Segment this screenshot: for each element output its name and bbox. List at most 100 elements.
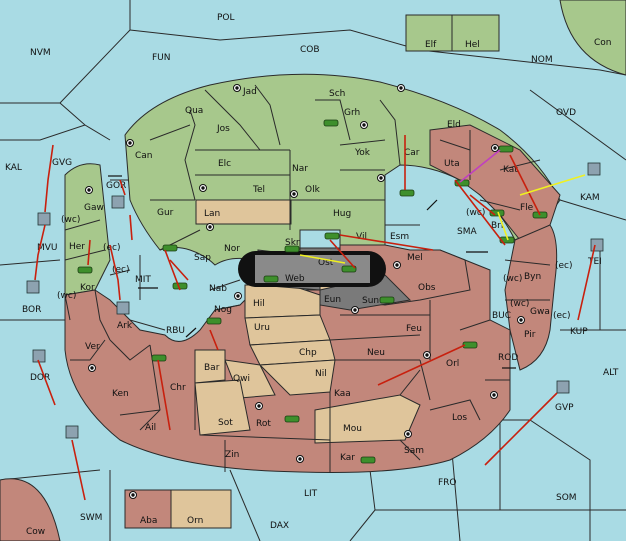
label-los: Los [452,413,467,423]
province-sot[interactable] [194,379,251,436]
label-nvm: NVM [30,48,51,58]
label-nab: Nab [209,284,227,294]
label-ken: Ken [112,389,129,399]
label-sam: Sam [404,446,424,456]
army-green-icon [360,456,376,464]
label-kal: KAL [5,163,22,173]
label-hil: Hil [253,299,265,309]
label-web: Web [285,274,305,284]
label-bri: Bri [491,221,503,231]
army-green-icon [341,265,357,273]
label-sun: Sun [362,296,379,306]
double-arrows [108,175,516,369]
labels: POL NVM FUN COB NOM OVD KAL GVG GOR MVU … [5,13,619,537]
label-ver: Ver [85,342,100,352]
label-aba: Aba [140,516,157,526]
label-gur: Gur [157,208,174,218]
army-green-icon [284,415,300,423]
label-vil: Vil [356,232,367,242]
label-kor: Kor [80,283,95,293]
label-orl: Orl [446,359,459,369]
label-eun: Eun [324,295,341,305]
label-hug: Hug [333,209,351,219]
army-green-icon [151,354,167,362]
army-green-icon [77,266,93,274]
label-nar: Nar [292,164,308,174]
label-coast-wc-2: (wc) [57,291,76,301]
label-cow: Cow [26,527,45,537]
label-chr: Chr [170,383,186,393]
province-elf[interactable] [405,14,453,52]
label-coast-ec-1: (ec) [103,243,121,253]
label-buc: BUC [492,311,511,321]
label-elc: Elc [218,159,231,169]
label-feu: Feu [406,324,422,334]
label-pir: Pir [524,330,536,340]
label-ail: Ail [145,423,156,433]
fleet-gray-icon [111,195,125,209]
army-green-icon [498,145,514,153]
supply-centers [85,84,525,499]
army-green-icon [379,296,395,304]
label-chp: Chp [299,348,317,358]
label-ark: Ark [117,321,133,331]
label-sma: SMA [457,227,477,237]
label-eld: Eld [447,120,461,130]
label-gvp: GVP [555,403,574,413]
army-green-icon [323,119,339,127]
label-alt: ALT [603,368,619,378]
label-elf: Elf [425,40,437,50]
ring-west-green[interactable] [64,163,111,296]
label-con: Con [594,38,612,48]
province-orn[interactable] [170,489,232,529]
label-uta: Uta [444,159,460,169]
label-hel: Hel [465,40,480,50]
label-coast-wc-3: (wc) [503,274,522,284]
province-lan[interactable] [195,199,292,225]
label-zin: Zin [225,450,239,460]
label-can: Can [135,151,153,161]
label-coast-ec-3: (ec) [555,261,573,271]
label-lit: LIT [304,489,318,499]
label-bor: BOR [22,305,41,315]
label-qwi: Qwi [233,374,250,384]
fleet-gray-icon [116,301,130,315]
label-nog: Nog [214,305,232,315]
label-mvu: MVU [37,243,58,253]
label-nor: Nor [224,244,240,254]
label-obs: Obs [418,283,436,293]
double-arrow-icon [185,327,197,338]
label-nil: Nil [315,369,327,379]
label-som: SOM [556,493,577,503]
fleet-gray-icon [65,425,79,439]
label-cob: COB [300,45,320,55]
label-bar: Bar [204,363,220,373]
label-mit: MIT [135,275,151,285]
province-borders [64,84,551,472]
label-neu: Neu [367,348,385,358]
label-uru: Uru [254,323,270,333]
army-green-icon [162,244,178,252]
label-coast-ec-2: (ec) [112,265,130,275]
label-tei: TEI [587,257,602,267]
label-qua: Qua [185,106,203,116]
label-jad: Jad [242,87,257,97]
label-grh: Grh [344,108,360,118]
label-kup: KUP [570,327,588,337]
label-orn: Orn [187,516,203,526]
label-coast-wc-4: (wc) [510,299,529,309]
province-hel[interactable] [451,14,500,52]
label-gwa: Gwa [530,307,550,317]
fleet-gray-icon [587,162,601,176]
label-sot: Sot [218,418,233,428]
label-fro: FRO [438,478,457,488]
label-kar: Kar [340,453,355,463]
army-green-icon [399,189,415,197]
label-fun: FUN [152,53,171,63]
label-ost: Ost [318,258,334,268]
label-tel: Tel [252,185,265,195]
label-sch: Sch [329,89,345,99]
label-byn: Byn [524,272,541,282]
units [26,119,604,464]
